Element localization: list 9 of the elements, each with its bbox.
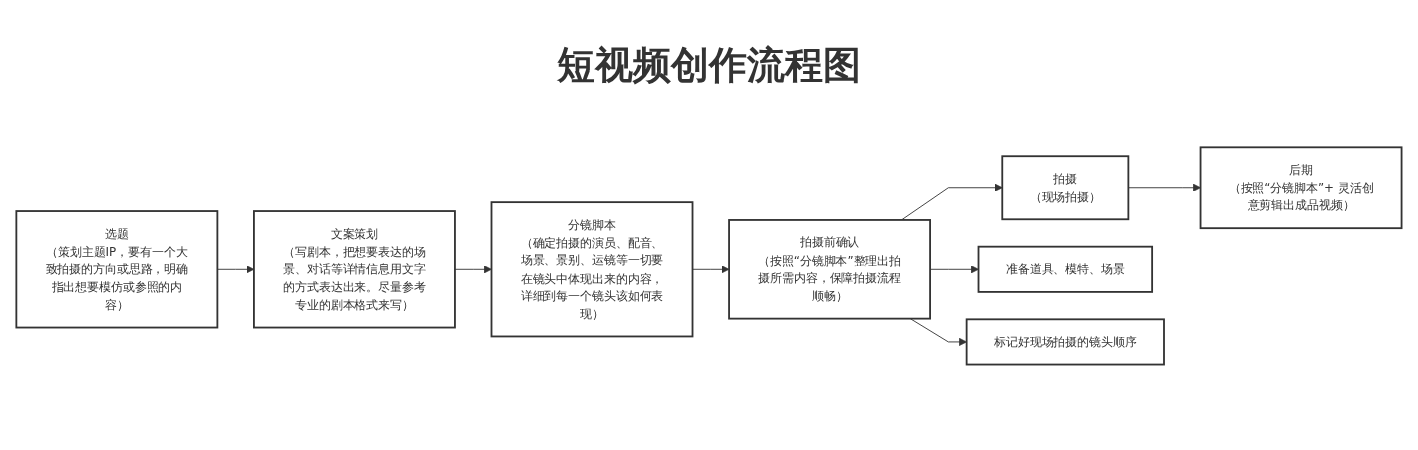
node-box: 标记好现场拍摄的镜头顺序 (965, 318, 1165, 366)
node-box: 拍摄 （现场拍摄） (1001, 155, 1130, 221)
node-box: 后期 （按照“分镜脚本”+ 灵活创意剪辑出成品视频） (1199, 146, 1403, 230)
node-box: 文案策划 （写剧本，把想要表达的场景、对话等详情信息用文字的方式表达出来。尽量参考专业的剧本格式来写） (253, 210, 456, 329)
node-box: 分镜脚本 （确定拍摄的演员、配音、场景、景别、运镜等一切要在镜头中体现出来的内容，详细到每一个镜头该如何表现） (490, 201, 694, 338)
node-box: 选题 （策划主题IP，要有一个大致拍摄的方向或思路，明确指出想要模仿或参照的内容） (15, 210, 219, 329)
node-box: 准备道具、模特、场景 (977, 245, 1154, 293)
node-box: 拍摄前确认 （按照“分镜脚本”整理出拍摄所需内容，保障拍摄流程顺畅） (728, 219, 932, 320)
diagram-title: 短视频创作流程图 (556, 42, 862, 89)
